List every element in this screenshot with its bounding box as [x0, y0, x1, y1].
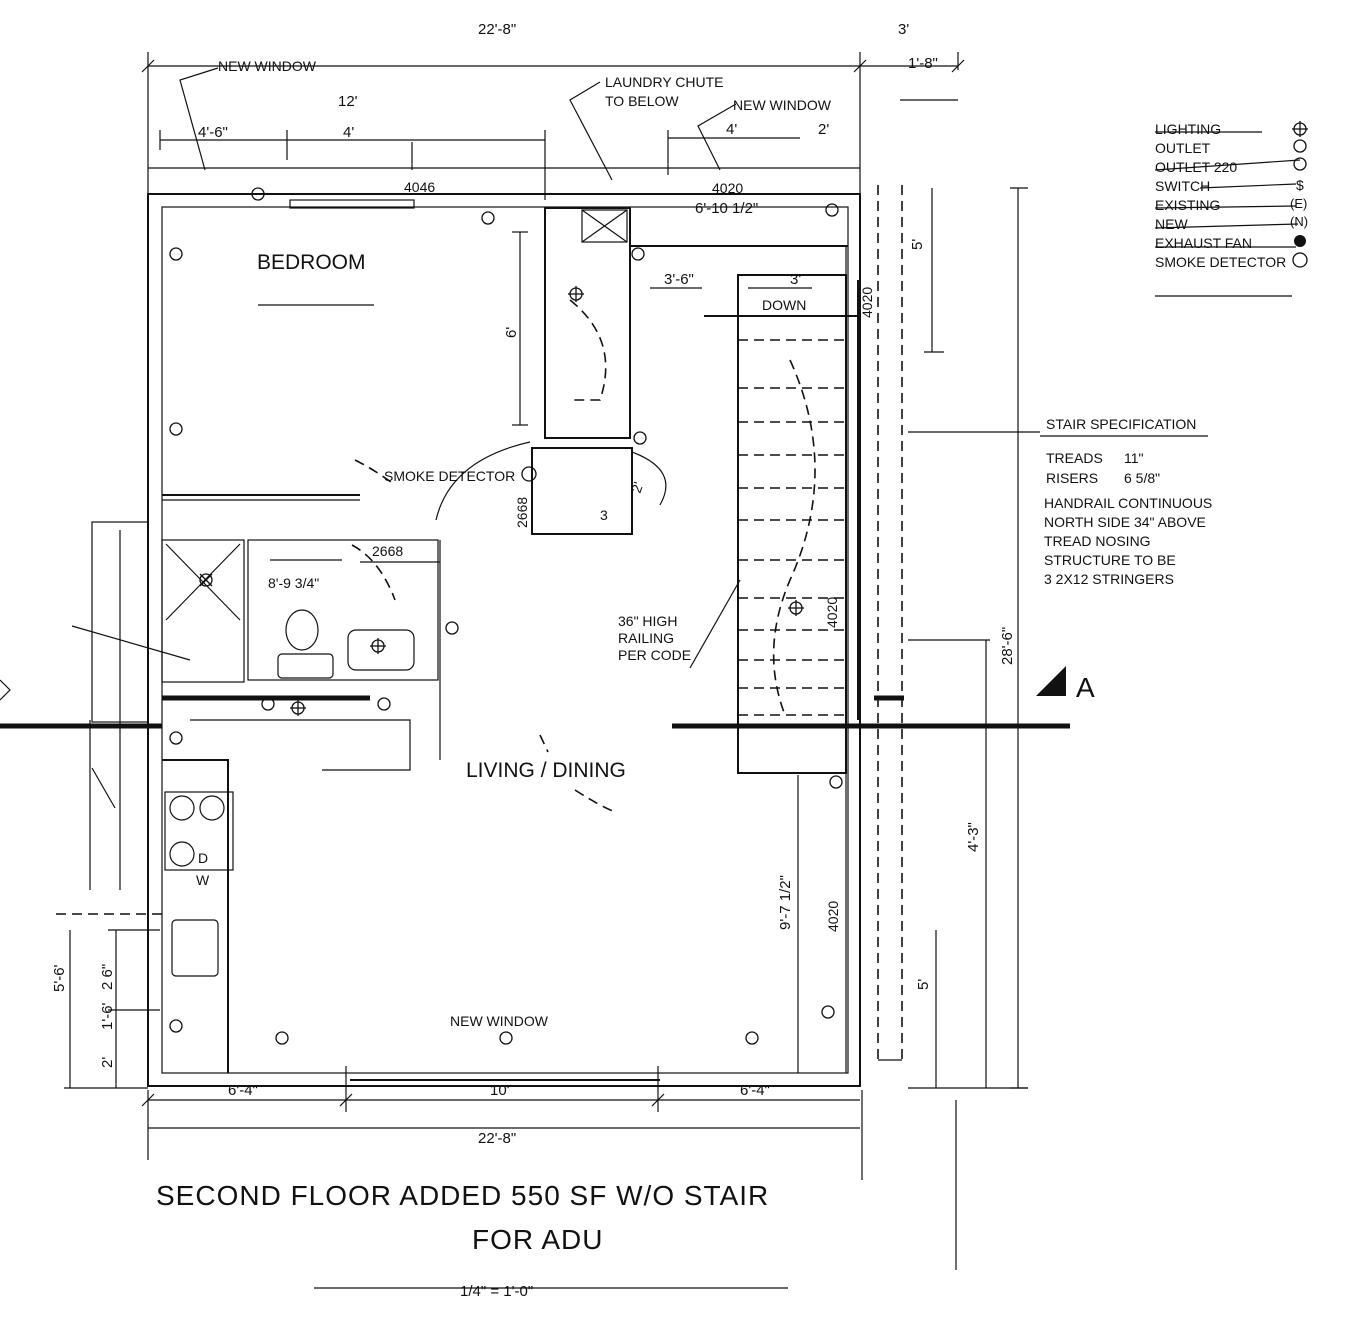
- label-railing-1: 36" HIGH: [618, 613, 677, 629]
- stair-spec-risers-label: RISERS: [1046, 470, 1098, 486]
- dim-28-6: 28'-6": [999, 627, 1016, 665]
- legend-label-0: LIGHTING: [1155, 121, 1221, 137]
- legend-outlet-icon: [1293, 139, 1307, 153]
- stair-spec-title: STAIR SPECIFICATION: [1046, 416, 1196, 432]
- label-railing-3: PER CODE: [618, 647, 691, 663]
- stair-spec-line-4: 3 2X12 STRINGERS: [1044, 571, 1174, 587]
- legend-exhaust-fan-icon: [1294, 235, 1306, 247]
- legend-outlet-220-icon: [1293, 157, 1307, 171]
- legend-smoke-detector-icon: [1292, 252, 1308, 268]
- label-railing-2: RAILING: [618, 630, 674, 646]
- interior-dimension-lines: [270, 231, 812, 1073]
- outlet-symbols: [169, 187, 843, 1045]
- dim-bottom-6-4-right: 6'-4": [740, 1082, 770, 1099]
- dim-top-right-sub: 1'-8": [908, 55, 938, 72]
- smoke-detector-symbol: [521, 466, 537, 482]
- legend-label-1: OUTLET: [1155, 140, 1211, 156]
- title-scale: 1/4" = 1'-0": [460, 1283, 533, 1300]
- svg-text:(N): (N): [1290, 214, 1308, 229]
- label-laundry-chute-1: LAUNDRY CHUTE: [605, 74, 724, 90]
- legend-label-3: SWITCH: [1155, 178, 1210, 194]
- label-new-window-top-left: NEW WINDOW: [218, 58, 317, 74]
- window-4046: 4046: [404, 179, 435, 195]
- room-label-living-dining: LIVING / DINING: [466, 759, 626, 782]
- stair-spec-treads-label: TREADS: [1046, 450, 1103, 466]
- dim-top-4a: 4': [343, 124, 354, 141]
- interior-walls: [161, 207, 859, 1073]
- label-w: W: [196, 872, 210, 888]
- window-4020-right-mid: 4020: [824, 597, 840, 628]
- dim-top-right: 3': [898, 21, 909, 38]
- label-new-window-top-right: NEW WINDOW: [733, 97, 832, 113]
- stair-spec-line-2: TREAD NOSING: [1044, 533, 1151, 549]
- bottom-dimension-lines: [141, 1066, 863, 1180]
- window-4020-right-lower: 4020: [825, 901, 841, 932]
- legend-switch-icon: $: [1296, 177, 1304, 193]
- fixtures: [169, 609, 415, 977]
- dim-top-overall: 22'-8": [478, 21, 516, 38]
- dim-top-2: 2': [818, 121, 829, 138]
- dim-left-2-6: 2 6": [99, 964, 116, 990]
- stair-spec-line-3: STRUCTURE TO BE: [1044, 552, 1176, 568]
- window-4020-right-upper: 4020: [859, 287, 875, 318]
- stair-spec-line-0: HANDRAIL CONTINUOUS: [1044, 495, 1212, 511]
- dim-top-4b: 4': [726, 121, 737, 138]
- legend-label-7: SMOKE DETECTOR: [1155, 254, 1286, 270]
- dim-left-1-6: 1'-6': [99, 1002, 116, 1030]
- dim-6-10-half: 6'-10 1/2": [695, 200, 758, 217]
- legend-label-5: NEW: [1155, 216, 1188, 232]
- dim-9-7-half: 9'-7 1/2": [777, 875, 794, 930]
- dim-left-5-6: 5'-6': [51, 964, 68, 992]
- top-dimension-lines: [141, 52, 965, 200]
- door-swings: [351, 299, 667, 813]
- label-dw: D: [198, 850, 208, 866]
- stair-spec-line-1: NORTH SIDE 34" ABOVE: [1044, 514, 1206, 530]
- right-column: [874, 185, 904, 1061]
- dim-bottom-6-4-left: 6'-4": [228, 1082, 258, 1099]
- right-dimension-lines: [908, 187, 1028, 1270]
- room-label-bedroom: BEDROOM: [257, 251, 366, 274]
- dim-top-12: 12': [338, 93, 358, 110]
- label-laundry-chute-2: TO BELOW: [605, 93, 679, 109]
- dim-3-6: 3'-6": [664, 271, 694, 288]
- stair-treads: [704, 315, 858, 716]
- dim-4-3: 4'-3": [965, 822, 982, 852]
- label-smoke-detector: SMOKE DETECTOR: [384, 468, 515, 484]
- dim-3-closet: 3: [600, 507, 608, 523]
- legend-label-2: OUTLET 220: [1155, 159, 1237, 175]
- dim-5-upper: 5': [909, 239, 926, 250]
- dim-top-4-6: 4'-6": [198, 124, 228, 141]
- dim-2-door: 2': [628, 480, 647, 495]
- dim-bottom-10: 10': [490, 1082, 510, 1099]
- dim-left-2: 2': [99, 1057, 116, 1068]
- window-4020-top: 4020: [712, 180, 743, 196]
- dim-5-lower: 5': [915, 979, 932, 990]
- light-symbols: [199, 286, 804, 716]
- label-down: DOWN: [762, 297, 806, 313]
- dim-8-9-3-4: 8'-9 3/4": [268, 575, 319, 591]
- svg-text:(E): (E): [1290, 196, 1307, 211]
- legend-label-6: EXHAUST FAN: [1155, 235, 1252, 251]
- section-cut-line: [0, 666, 1070, 729]
- dim-3: 3': [790, 271, 801, 288]
- title-line-2: FOR ADU: [472, 1224, 603, 1255]
- dim-2668-vertical: 2668: [514, 497, 530, 528]
- legend: $ (E) (N): [1154, 121, 1308, 297]
- dim-bottom-overall: 22'-8": [478, 1130, 516, 1147]
- left-exterior: [56, 521, 191, 1089]
- legend-label-4: EXISTING: [1155, 197, 1220, 213]
- label-new-window-bottom: NEW WINDOW: [450, 1013, 549, 1029]
- dim-6: 6': [503, 327, 520, 338]
- stair-spec-treads-value: 11": [1124, 450, 1144, 466]
- stair-spec-risers-value: 6 5/8": [1124, 470, 1160, 486]
- dim-2668-horizontal: 2668: [372, 543, 403, 559]
- section-mark-a: A: [1076, 672, 1095, 703]
- title-line-1: SECOND FLOOR ADDED 550 SF W/O STAIR: [156, 1180, 769, 1211]
